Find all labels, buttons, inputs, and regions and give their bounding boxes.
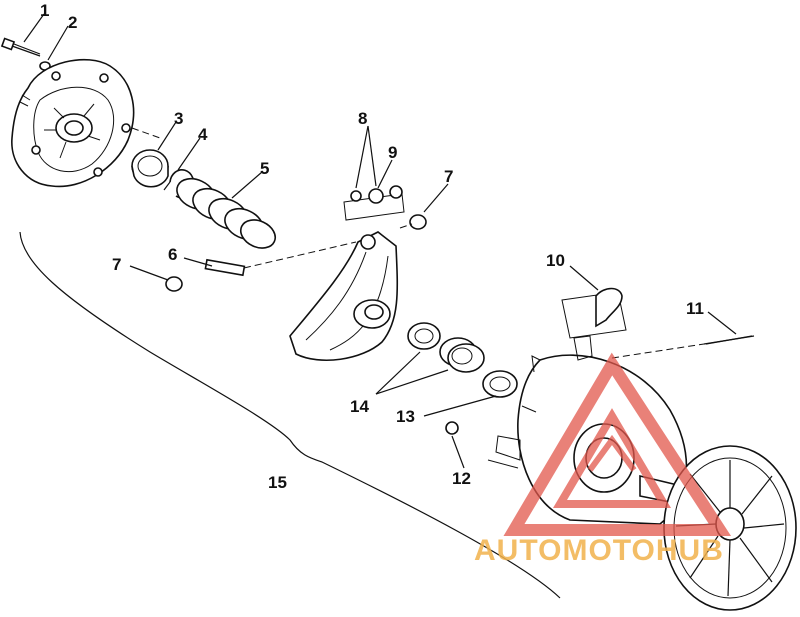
watermark-logo: [503, 352, 732, 536]
leader-lines: [23, 13, 737, 469]
part-spring: [176, 177, 277, 249]
callout-14: 14: [350, 397, 369, 416]
callout-2: 2: [68, 13, 77, 32]
callout-1: 1: [40, 1, 49, 20]
callout-9: 9: [388, 143, 397, 162]
part-bolt: [0, 37, 41, 57]
callout-4: 4: [198, 125, 208, 144]
part-cover-plate: [11, 58, 135, 188]
part-pin: [204, 258, 246, 277]
callout-6: 6: [168, 245, 177, 264]
watermark-triangle-outer: [503, 352, 732, 536]
part-cam-weight: [561, 287, 627, 339]
callout-7-right: 7: [444, 167, 453, 186]
group-bracket: [19, 231, 561, 599]
part-spider-arm: [289, 231, 399, 361]
callout-12: 12: [452, 469, 471, 488]
part-bushing: [131, 149, 169, 188]
part-small-nut: [445, 421, 459, 435]
part-nut-washer-set: [343, 185, 405, 221]
part-washer-stack: [407, 322, 518, 398]
callout-15: 15: [268, 473, 287, 492]
callout-10: 10: [546, 251, 565, 270]
callout-labels: 1 2 3 4 5 6 7 7 8 9 10 11 12 13 14 15: [40, 1, 704, 492]
callout-3: 3: [174, 109, 183, 128]
callout-5: 5: [260, 159, 269, 178]
callout-7-left: 7: [112, 255, 121, 274]
part-roller-left: [165, 276, 183, 292]
watermark-text: AUTOMOTOHUB: [474, 534, 724, 567]
part-roller-right: [399, 214, 427, 230]
callout-13: 13: [396, 407, 415, 426]
watermark-triangle-inner: [552, 408, 672, 508]
callout-11: 11: [686, 299, 704, 318]
part-long-bolt: [703, 335, 755, 345]
callout-8: 8: [358, 109, 367, 128]
